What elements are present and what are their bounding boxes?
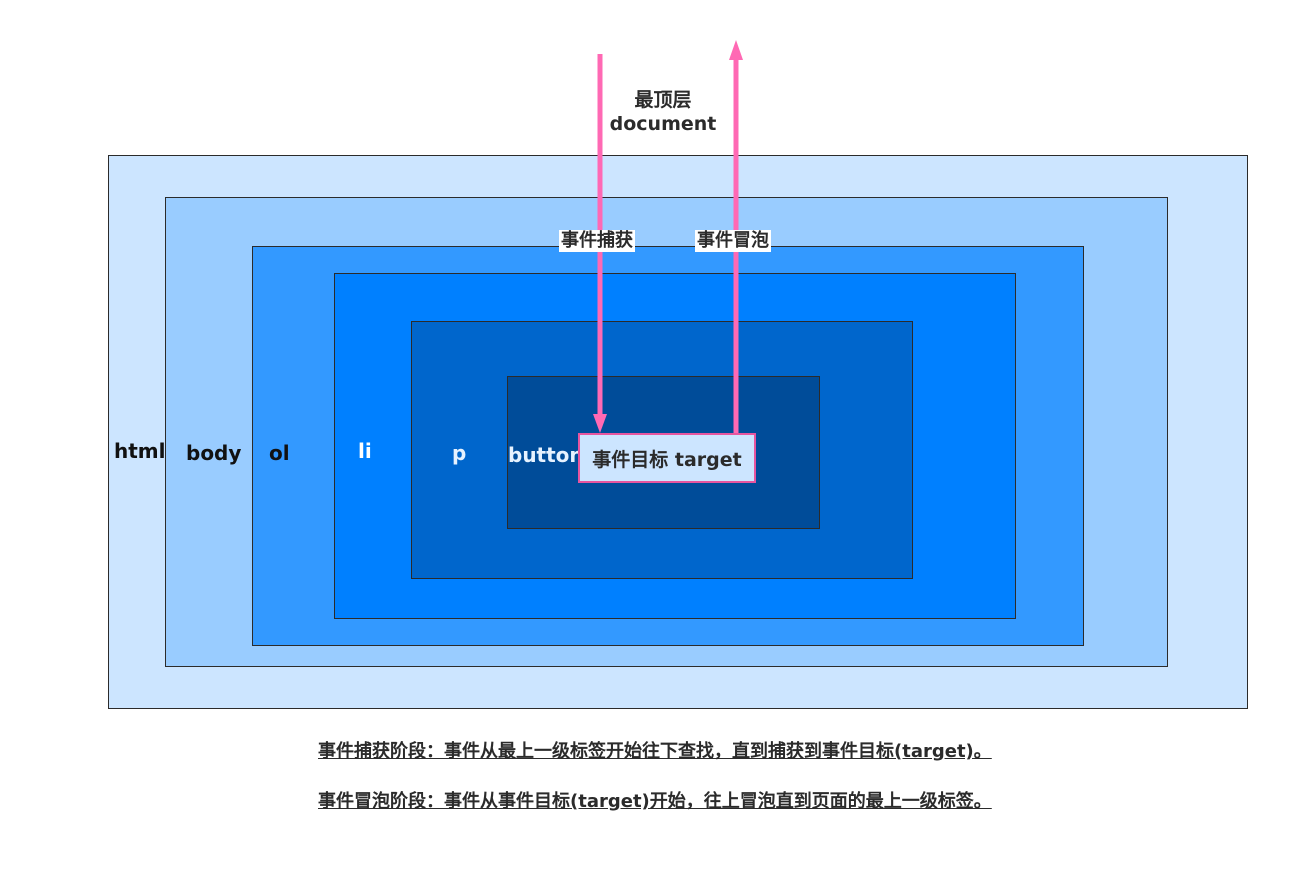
event-target-box: 事件目标 target [578, 433, 756, 483]
li-layer-label: li [358, 439, 372, 463]
top-document-label: 最顶层 document [598, 88, 728, 136]
bubble-arrow-label: 事件冒泡 [695, 230, 771, 252]
capture-arrow-label: 事件捕获 [559, 230, 635, 252]
bubble-phase-description: 事件冒泡阶段：事件从事件目标(target)开始，往上冒泡直到页面的最上一级标签… [318, 791, 992, 812]
top-document-line2: document [609, 113, 717, 135]
p-layer-label: p [452, 441, 467, 465]
button-layer-label: button [508, 443, 584, 467]
capture-phase-description: 事件捕获阶段：事件从最上一级标签开始往下查找，直到捕获到事件目标(target)… [318, 741, 992, 762]
html-layer-label: html [114, 439, 166, 463]
top-document-line1: 最顶层 [634, 89, 692, 111]
body-layer-label: body [186, 441, 242, 465]
event-target-label: 事件目标 target [592, 448, 742, 471]
ol-layer-label: ol [269, 441, 290, 465]
